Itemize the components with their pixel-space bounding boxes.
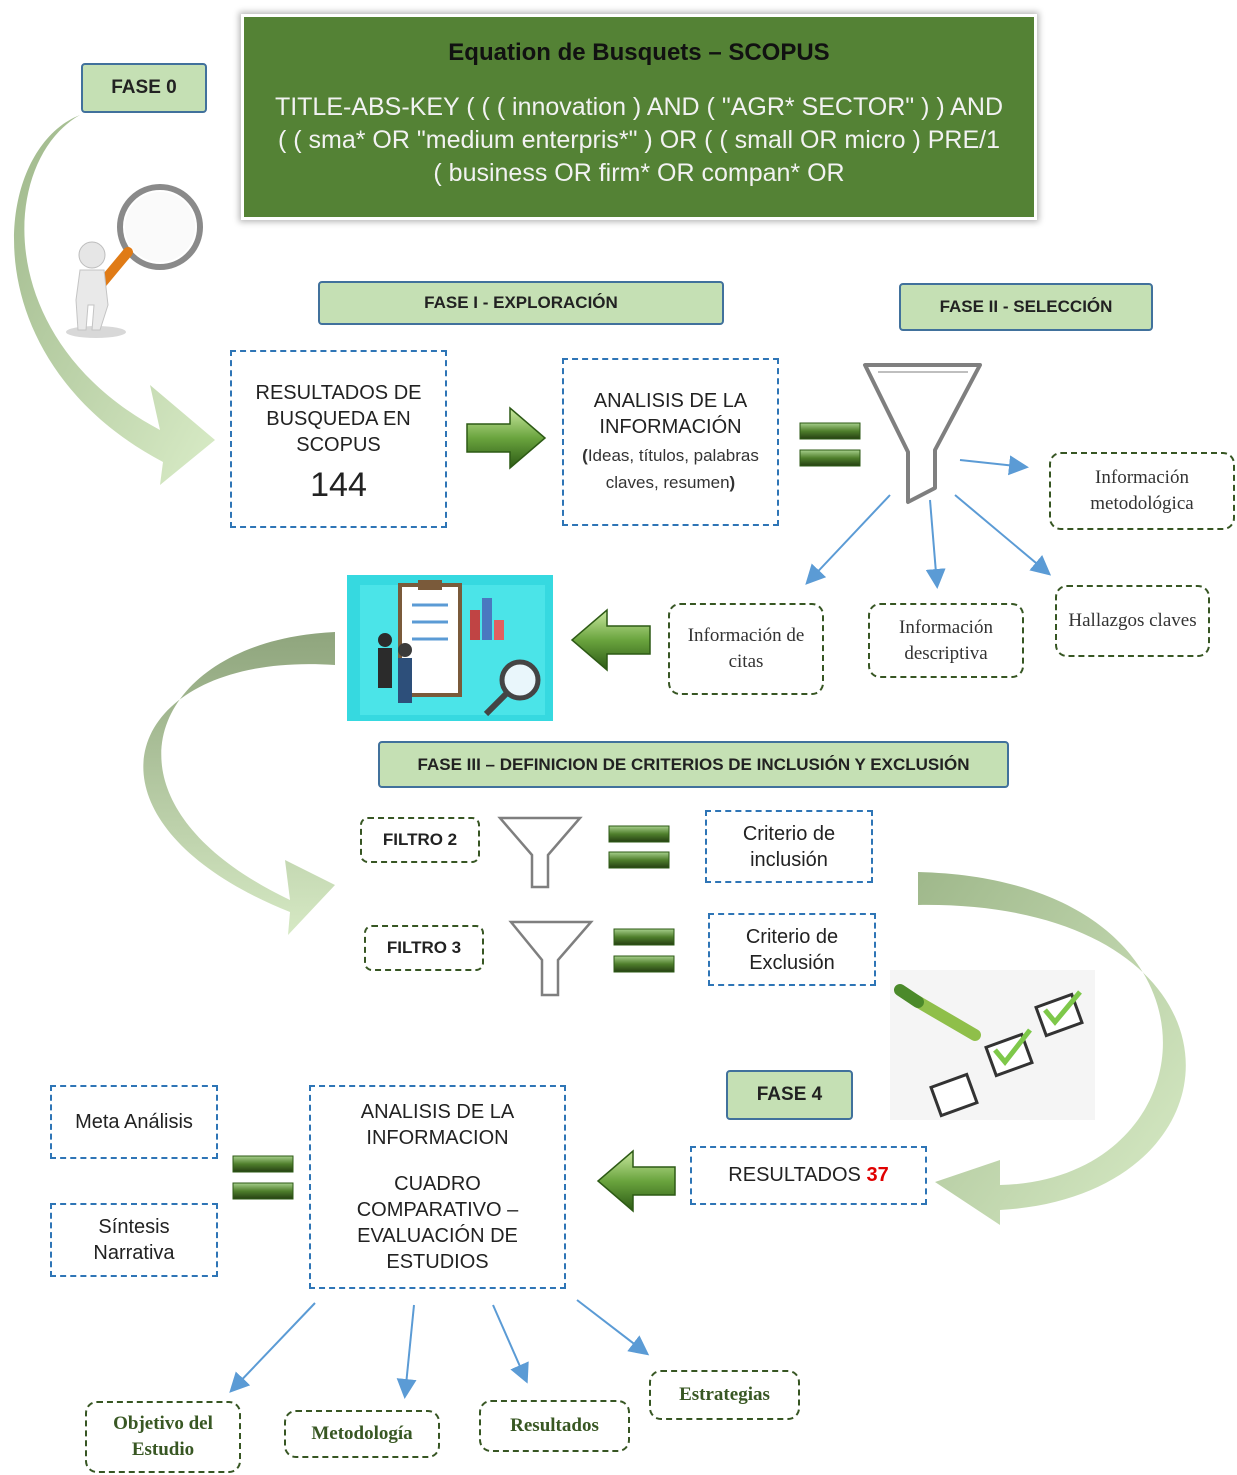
search-results-count: 144 <box>310 466 367 504</box>
phase-1-tag: FASE I - EXPLORACIÓN <box>318 281 724 325</box>
output-estrategias: Estrategias <box>649 1370 800 1420</box>
analysis-detail-line: (Ideas, títulos, palabras claves, resume… <box>576 442 765 496</box>
output-objetivo: Objetivo del Estudio <box>85 1401 241 1473</box>
equation-query: TITLE-ABS-KEY ( ( ( innovation ) AND ( "… <box>274 93 1004 187</box>
results-box: RESULTADOS 37 <box>690 1146 927 1205</box>
equals-icon <box>799 422 861 467</box>
analysis-box: ANALISIS DE LA INFORMACIÓN (Ideas, títul… <box>562 358 779 526</box>
right-arrow-icon <box>466 406 547 470</box>
funnel-icon <box>508 920 594 997</box>
output-metodologia: Metodología <box>284 1410 440 1458</box>
curved-arrow-icon <box>143 632 335 935</box>
analysis-detail-open: ( <box>582 446 588 465</box>
funnel-icon <box>863 363 982 504</box>
magnifier-person-icon <box>66 184 203 338</box>
exclusion-criteria-box: Criterio de Exclusión <box>708 913 876 986</box>
narrative-synthesis-box: Síntesis Narrativa <box>50 1203 218 1277</box>
checkbox-pencil-icon <box>890 970 1095 1120</box>
equals-icon <box>608 825 670 869</box>
funnel-icon <box>497 816 583 889</box>
filter-2-tag: FILTRO 2 <box>360 817 480 863</box>
equals-icon <box>613 928 675 973</box>
final-analysis-title: ANALISIS DE LA INFORMACION <box>360 1101 515 1149</box>
final-analysis-box: ANALISIS DE LA INFORMACION CUADRO COMPAR… <box>309 1085 566 1289</box>
equals-icon <box>232 1155 294 1200</box>
meta-analysis-box: Meta Análisis <box>50 1085 218 1159</box>
left-arrow-icon <box>596 1149 676 1213</box>
analysis-detail: Ideas, títulos, palabras claves, resumen <box>587 446 759 492</box>
left-arrow-icon <box>570 608 651 672</box>
final-analysis-subtitle: CUADRO COMPARATIVO – EVALUACIÓN DE ESTUD… <box>356 1173 519 1273</box>
curved-arrow-icon <box>14 115 215 485</box>
search-results-box: RESULTADOS DE BUSQUEDA EN SCOPUS 144 <box>230 350 447 528</box>
checklist-people-icon <box>347 575 553 721</box>
output-hallazgos: Hallazgos claves <box>1055 585 1210 657</box>
analysis-detail-close: ) <box>729 473 736 492</box>
search-equation-box: Equation de Busquets – SCOPUS TITLE-ABS-… <box>241 14 1037 220</box>
phase-2-tag: FASE II - SELECCIÓN <box>899 283 1153 331</box>
output-metodologica: Información metodológica <box>1049 452 1235 530</box>
equation-title: Equation de Busquets – SCOPUS <box>448 39 830 66</box>
output-descriptiva: Información descriptiva <box>868 603 1024 678</box>
analysis-title: ANALISIS DE LA INFORMACIÓN <box>593 390 748 438</box>
filter-3-tag: FILTRO 3 <box>364 925 484 971</box>
output-resultados: Resultados <box>479 1400 630 1452</box>
phase-3-tag: FASE III – DEFINICION DE CRITERIOS DE IN… <box>378 741 1009 788</box>
output-citas: Información de citas <box>668 603 824 695</box>
inclusion-criteria-box: Criterio de inclusión <box>705 810 873 883</box>
results-count: 37 <box>866 1164 889 1186</box>
results-label: RESULTADOS <box>728 1164 861 1186</box>
phase-4-tag: FASE 4 <box>726 1070 853 1120</box>
phase-0-tag: FASE 0 <box>81 63 207 113</box>
search-results-label: RESULTADOS DE BUSQUEDA EN SCOPUS <box>255 382 422 456</box>
